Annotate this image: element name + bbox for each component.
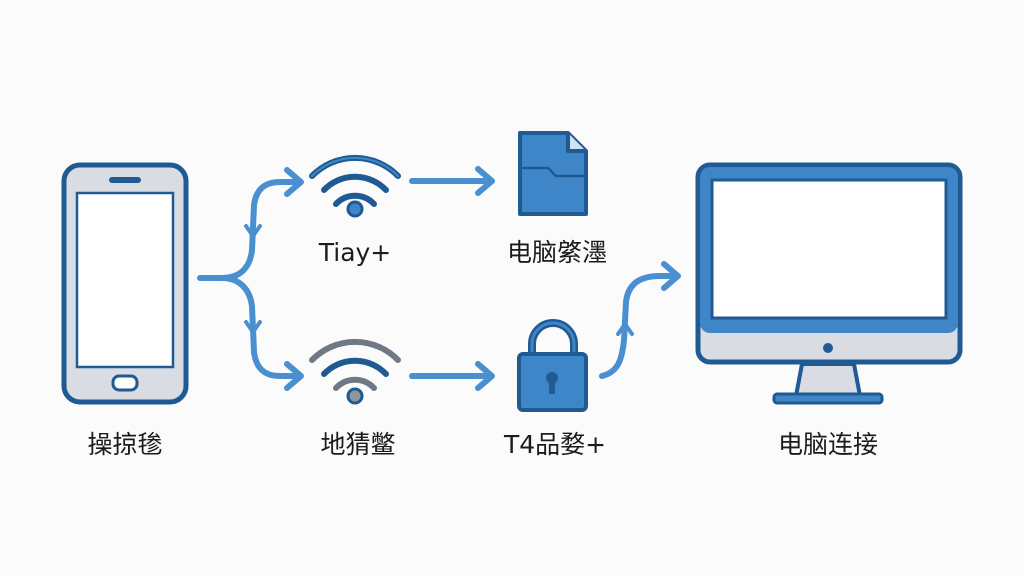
wifi-icon-top: [309, 154, 401, 218]
wifi-icon-bottom: [309, 338, 401, 405]
branch-arrows: [197, 179, 301, 379]
label-lock: T4品婺+: [503, 430, 607, 459]
label-wifi-top: Tiay+: [318, 238, 392, 267]
straight-arrows: [409, 166, 495, 391]
label-monitor: 电脑连接: [777, 430, 879, 459]
padlock-icon: [517, 319, 588, 412]
monitor-icon: [695, 162, 963, 405]
label-file: 电脑綮濹: [506, 238, 608, 267]
arrowheads: [244, 167, 304, 391]
file-icon: [518, 131, 588, 216]
label-phone: 操掠毶: [87, 430, 163, 459]
label-wifi-bottom: 地猜鳖: [320, 430, 396, 459]
arrow-lock-to-monitor: [599, 261, 681, 379]
arrow-phone-to-wifi-top: [197, 179, 301, 281]
smartphone-icon: [61, 162, 189, 405]
arrow-phone-to-wifi-bottom: [219, 275, 301, 379]
